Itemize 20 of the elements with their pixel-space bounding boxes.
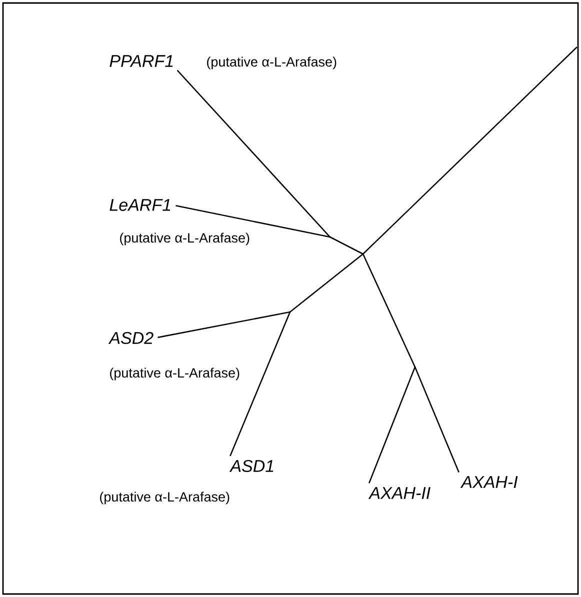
branch-line bbox=[368, 366, 416, 484]
gene-label: ASD2 bbox=[108, 332, 154, 344]
gene-label: AXAH-I bbox=[460, 476, 518, 488]
branch-line bbox=[230, 312, 291, 456]
annotation-text: (putative α-L-Arafase) bbox=[207, 56, 336, 70]
branch-line bbox=[176, 204, 330, 238]
branch-line bbox=[330, 236, 364, 255]
branch-line bbox=[158, 311, 290, 338]
gene-label: AXAH-II bbox=[368, 487, 430, 499]
annotation-text: (putative α-L-Arafase) bbox=[100, 492, 230, 504]
branch-line bbox=[362, 46, 578, 254]
annotation-text: (putative α-L-Arafase) bbox=[110, 368, 240, 380]
gene-label: ASD1 bbox=[229, 460, 274, 472]
annotation-text: (putative α-L-Arafase) bbox=[120, 232, 250, 246]
branch-line bbox=[176, 70, 330, 238]
branch-line bbox=[290, 254, 364, 313]
gene-label: PPARF1 bbox=[110, 55, 173, 67]
gene-label: LeARF1 bbox=[110, 199, 170, 211]
branch-line bbox=[362, 254, 416, 368]
branch-line bbox=[414, 366, 460, 472]
